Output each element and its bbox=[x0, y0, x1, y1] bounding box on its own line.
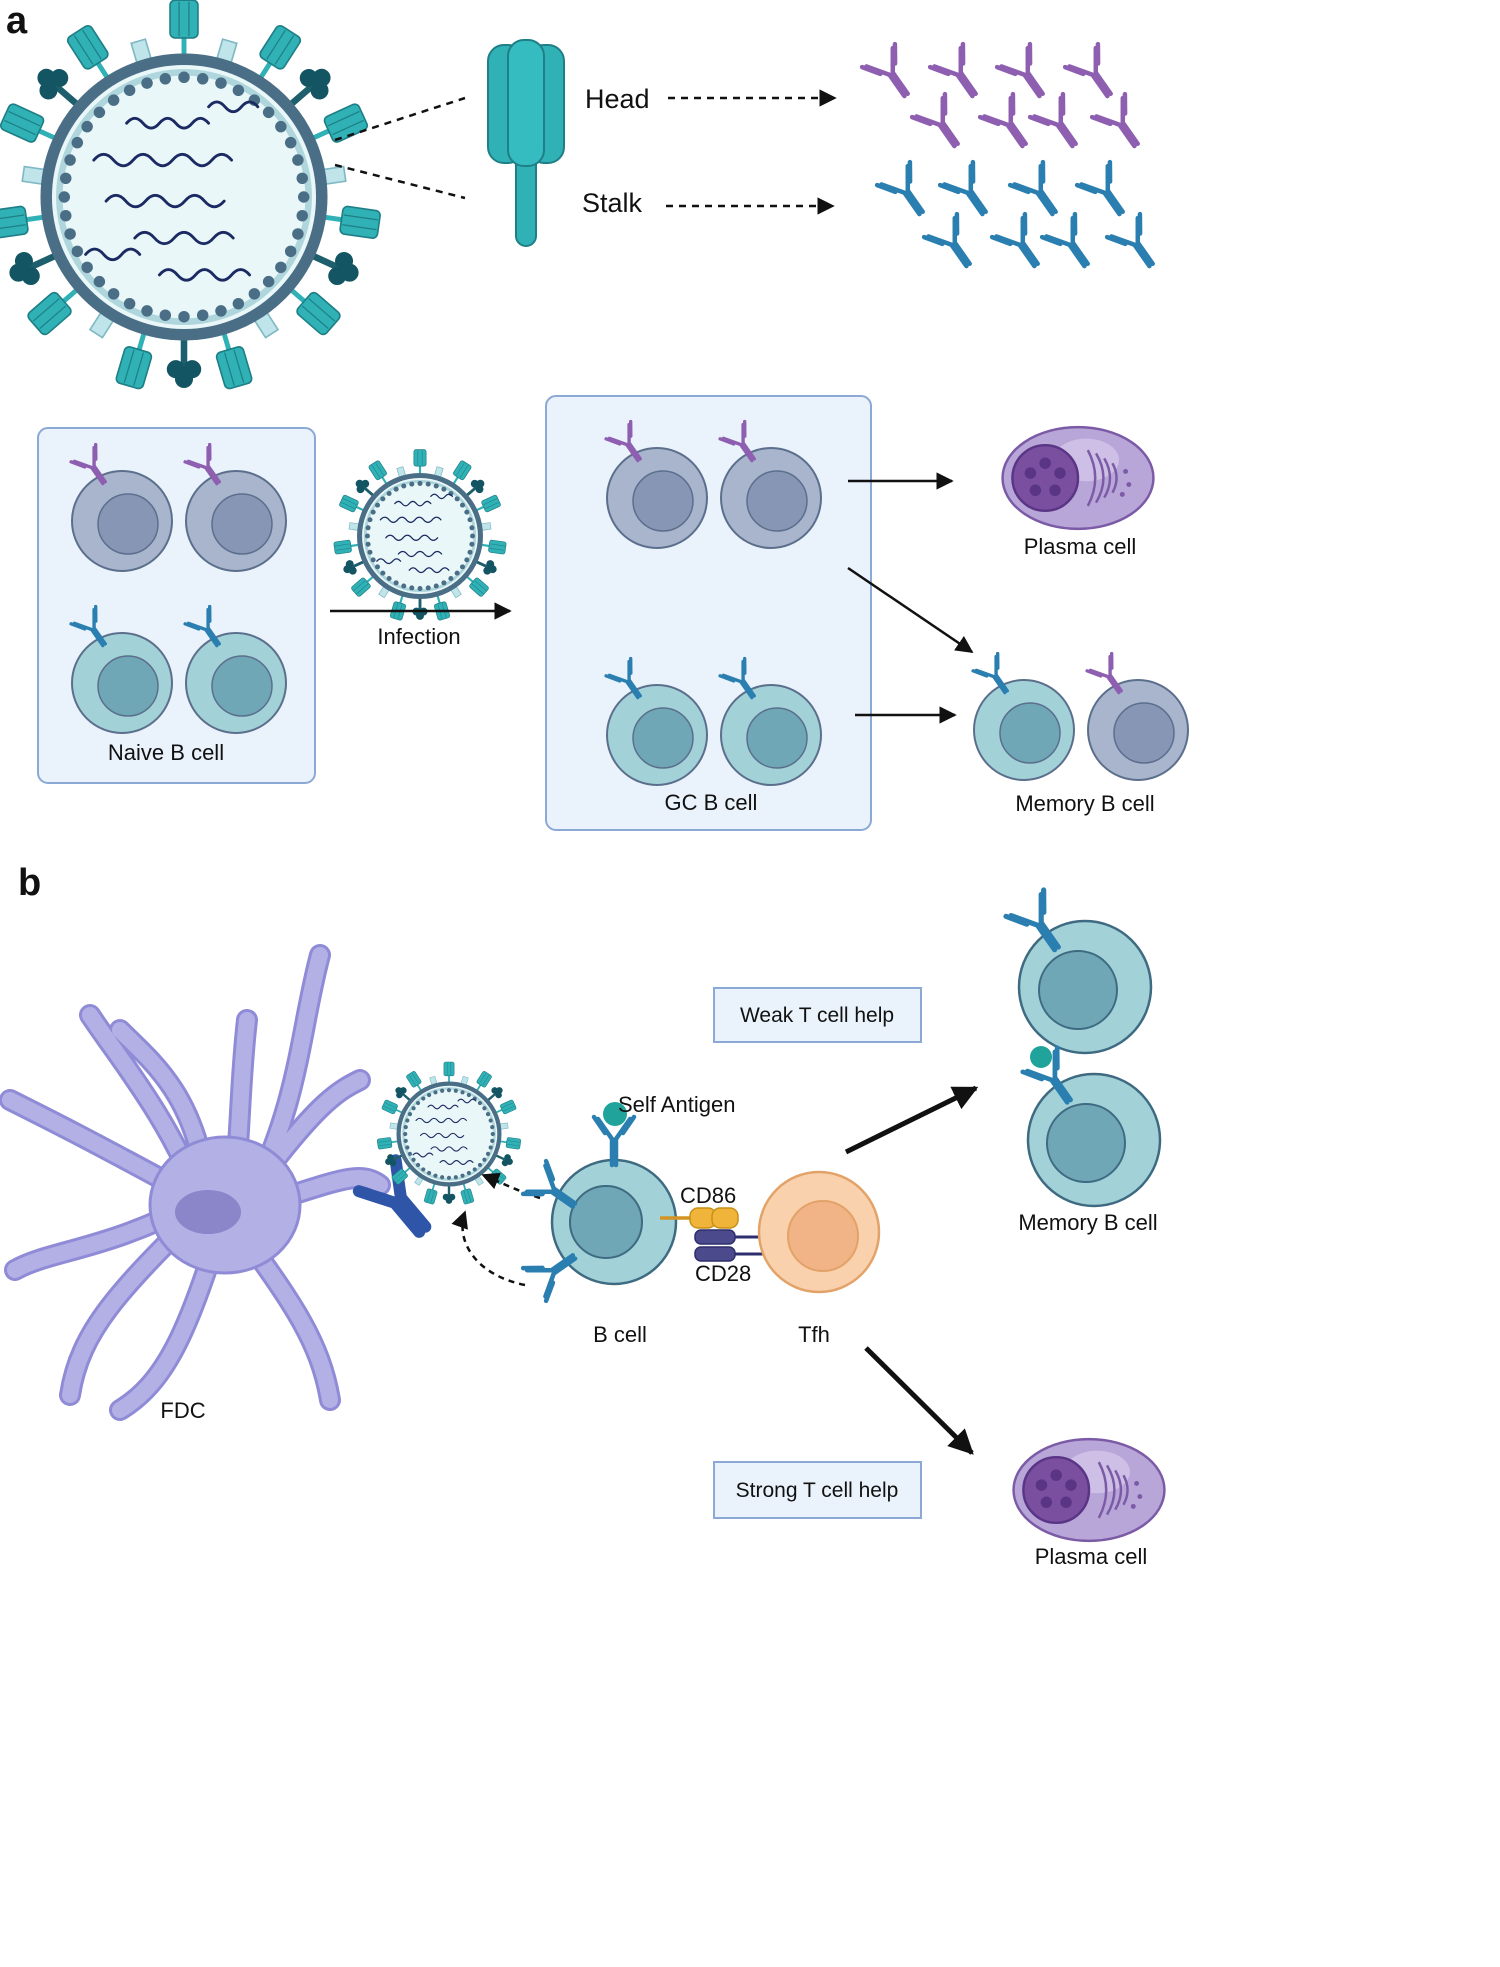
stalk-antibody-icon-2 bbox=[940, 162, 1000, 224]
naive-b-cell-1 bbox=[69, 442, 173, 572]
fdc-label: FDC bbox=[160, 1398, 205, 1423]
weak-help-box bbox=[713, 987, 922, 1043]
weak-help-label: Weak T cell help bbox=[740, 1004, 894, 1027]
memory-b-cell-icon-b2 bbox=[1023, 1046, 1162, 1208]
gc-b-cell-box bbox=[545, 395, 872, 831]
b-cell-label: B cell bbox=[593, 1322, 647, 1347]
infection-virus-icon bbox=[334, 450, 507, 621]
memory-b-cell-a-1 bbox=[971, 651, 1075, 781]
plasma-cell-icon-a bbox=[1001, 425, 1155, 531]
infection-label: Infection bbox=[377, 624, 460, 649]
head-antibody-icon-3 bbox=[997, 44, 1057, 106]
self-antigen-label: Self Antigen bbox=[618, 1092, 735, 1117]
stalk-antibody-icon-5 bbox=[924, 214, 984, 276]
strong-help-arrow bbox=[864, 1346, 974, 1455]
self-antigen-icon bbox=[603, 1102, 627, 1126]
influenza-virus-icon bbox=[0, 0, 381, 390]
stalk-antibodies bbox=[877, 162, 1167, 276]
cd86-cd28-interaction-icon bbox=[660, 1207, 780, 1262]
gc-to-memory-arrow-diag bbox=[847, 566, 974, 654]
bcell-to-virus-dashed-arrow bbox=[481, 1172, 541, 1200]
gc-b-cell-label: GC B cell bbox=[665, 790, 758, 815]
cd86-label: CD86 bbox=[680, 1183, 736, 1208]
plasma-cell-label-a: Plasma cell bbox=[1024, 534, 1136, 559]
stalk-antibody-icon-1 bbox=[877, 162, 937, 224]
naive-b-cell-label: Naive B cell bbox=[108, 740, 224, 765]
naive-b-cell-box bbox=[37, 427, 316, 784]
memory-b-cell-a-2 bbox=[1085, 651, 1189, 781]
head-antibody-icon-2 bbox=[930, 44, 990, 106]
stalk-antibody-icon-7 bbox=[1042, 214, 1102, 276]
memory-b-cell-icon-b1 bbox=[1006, 890, 1153, 1055]
antigen-virus-icon bbox=[377, 1062, 521, 1205]
plasma-cell-icon-b bbox=[1012, 1437, 1166, 1543]
naive-b-cell-2 bbox=[183, 442, 287, 572]
naive-b-cells bbox=[69, 442, 287, 734]
stalk-antibody-icon-6 bbox=[992, 214, 1052, 276]
stalk-antibody-icon-8 bbox=[1107, 214, 1167, 276]
zoom-line-top bbox=[334, 96, 466, 142]
weak-help-arrow bbox=[844, 1085, 979, 1155]
gc-b-cell-1 bbox=[604, 419, 708, 549]
head-antibody-icon-1 bbox=[862, 44, 922, 106]
cd28-label: CD28 bbox=[695, 1261, 751, 1286]
hemagglutinin-icon bbox=[487, 39, 565, 247]
head-antibody-icon-4 bbox=[1065, 44, 1125, 106]
head-antibody-icon-8 bbox=[1092, 94, 1152, 156]
head-antibody-icon-7 bbox=[1030, 94, 1090, 156]
stalk-antibody-icon-4 bbox=[1077, 162, 1137, 224]
gc-b-cells bbox=[604, 419, 822, 786]
b-cell-icon bbox=[523, 1102, 678, 1301]
tfh-label: Tfh bbox=[798, 1322, 830, 1347]
strong-help-label: Strong T cell help bbox=[736, 1479, 899, 1502]
panel-b-letter: b bbox=[18, 862, 41, 904]
naive-b-cell-3 bbox=[69, 604, 173, 734]
stalk-antibody-icon-3 bbox=[1010, 162, 1070, 224]
memory-b-cell-label-a: Memory B cell bbox=[1015, 791, 1154, 816]
zoom-line-bottom bbox=[334, 163, 466, 200]
plasma-cell-label-b: Plasma cell bbox=[1035, 1544, 1147, 1569]
bcell-to-virus-dashed-curve bbox=[451, 1210, 526, 1287]
memory-b-cells-a bbox=[971, 651, 1189, 781]
strong-help-box bbox=[713, 1461, 922, 1519]
stalk-label: Stalk bbox=[582, 188, 643, 218]
memory-self-antigen-icon bbox=[1030, 1046, 1052, 1068]
head-label: Head bbox=[585, 84, 650, 114]
head-antibody-icon-6 bbox=[980, 94, 1040, 156]
gc-b-cell-4 bbox=[718, 656, 822, 786]
tfh-cell-icon bbox=[757, 1170, 881, 1294]
head-antibody-icon-5 bbox=[912, 94, 972, 156]
gc-b-cell-2 bbox=[718, 419, 822, 549]
gc-b-cell-3 bbox=[604, 656, 708, 786]
panel-a-letter: a bbox=[6, 0, 28, 42]
head-antibodies bbox=[862, 44, 1152, 156]
memory-b-cell-label-b: Memory B cell bbox=[1018, 1210, 1157, 1235]
fdc-cell-icon bbox=[0, 944, 391, 1421]
naive-b-cell-4 bbox=[183, 604, 287, 734]
